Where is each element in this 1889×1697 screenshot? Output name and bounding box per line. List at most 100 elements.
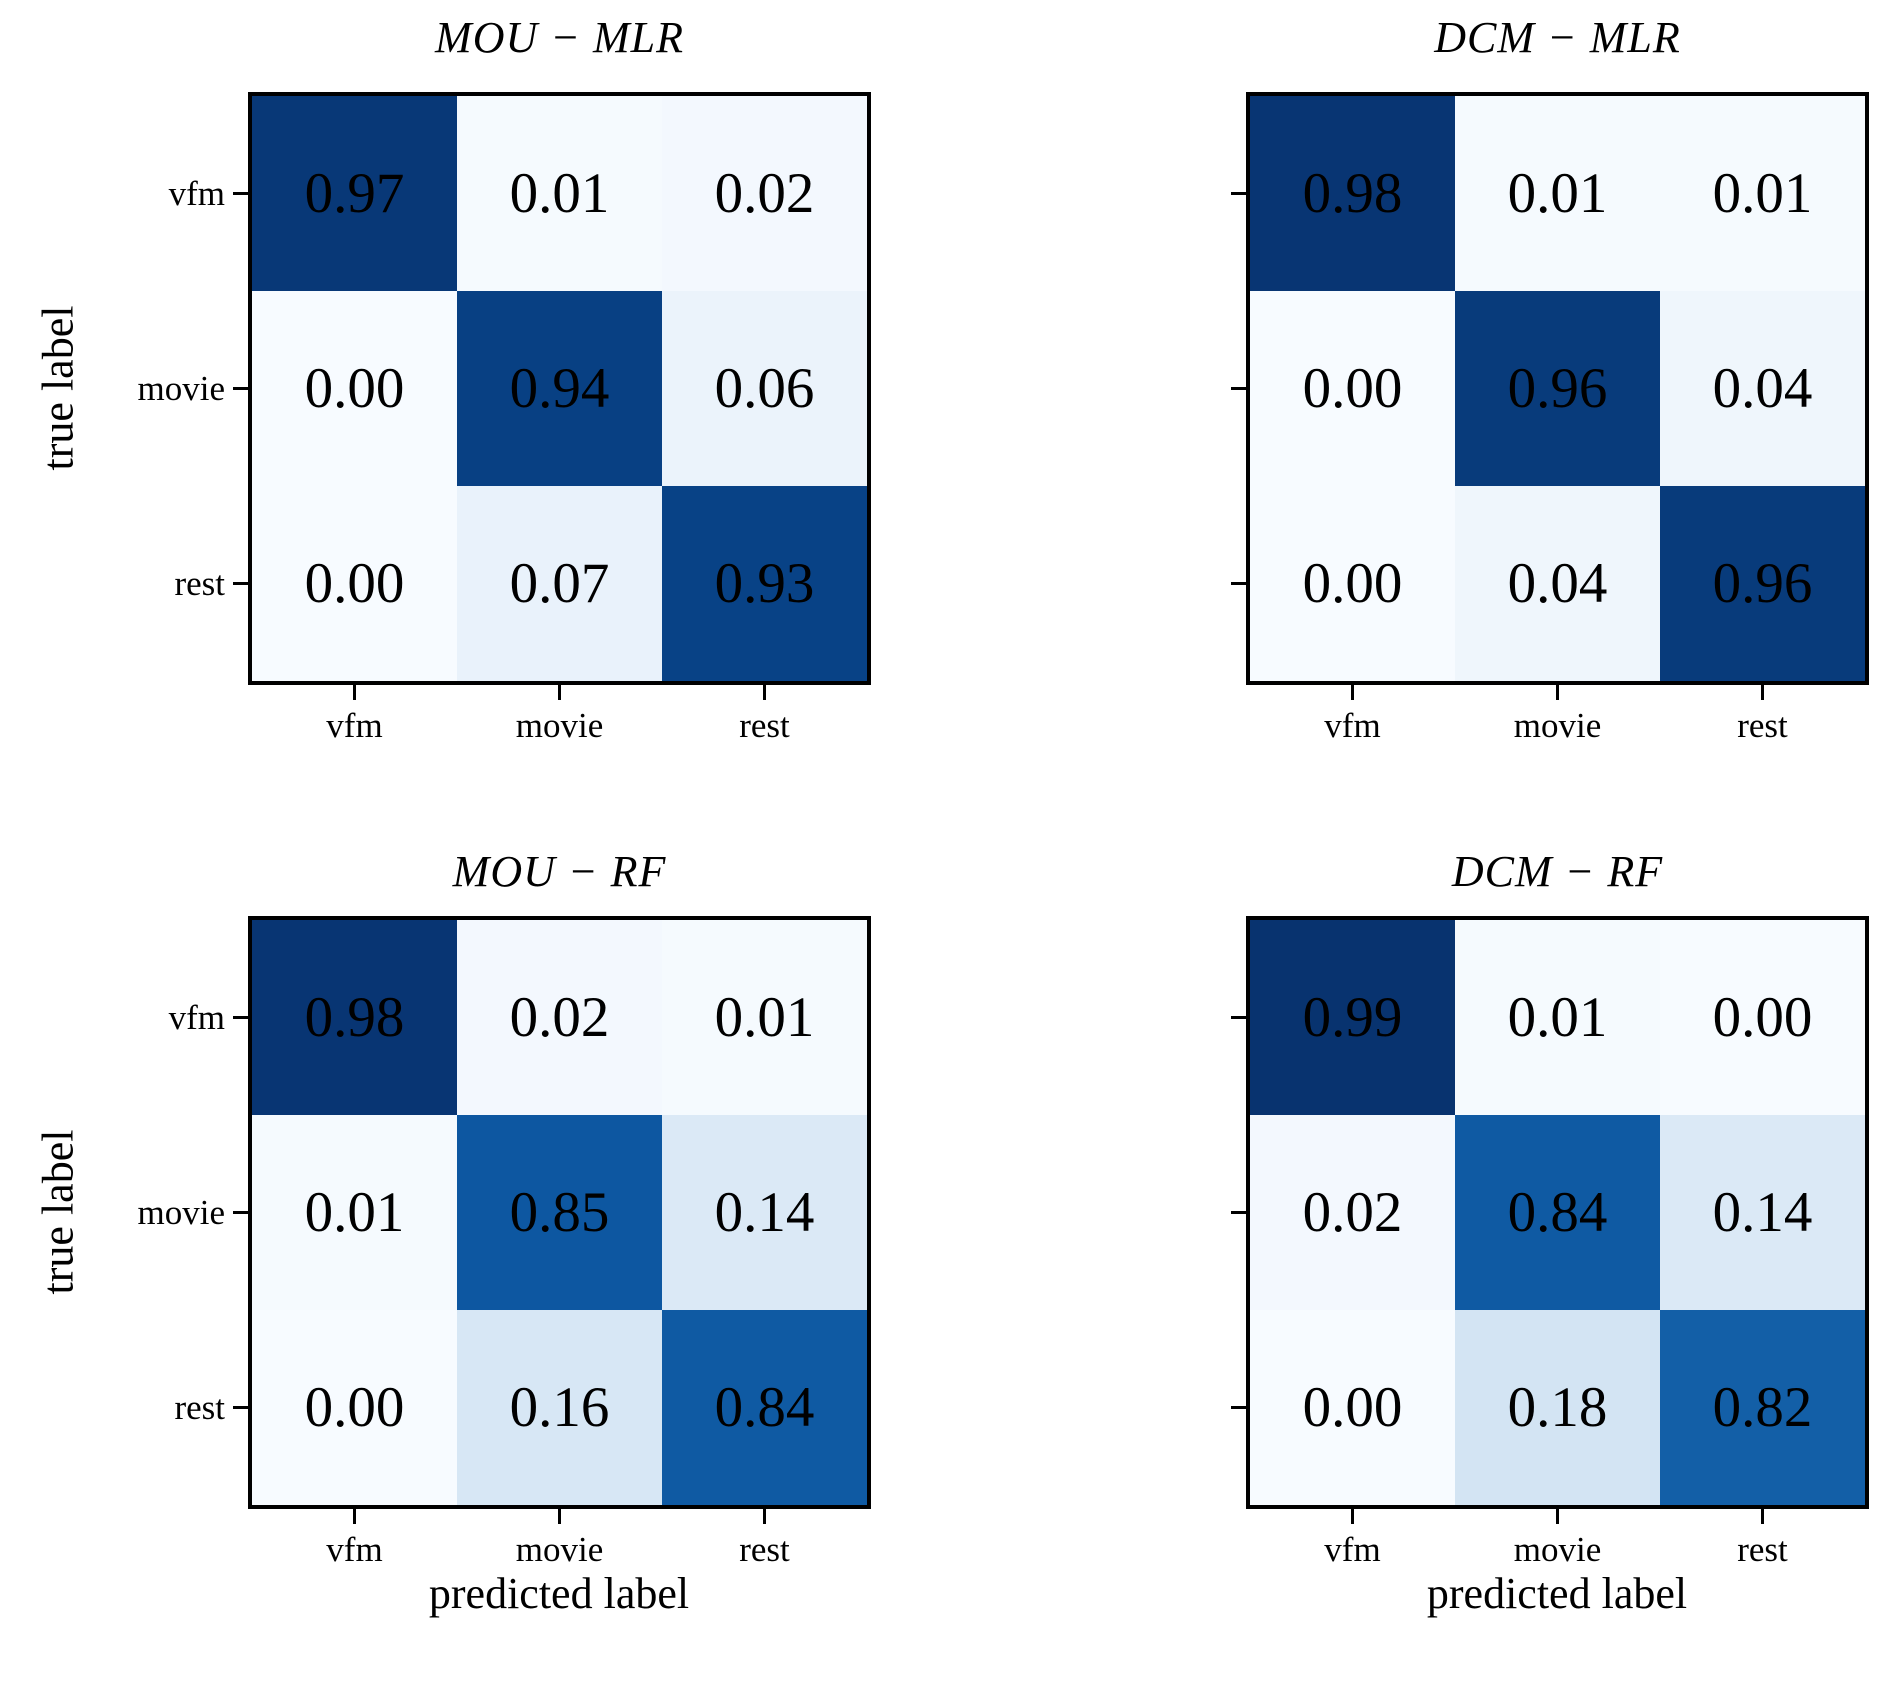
y-axis-tick [1231,1211,1246,1214]
x-axis-label-mou-rf: predicted label [428,1569,690,1618]
confusion-matrix-dcm-rf: 0.99 0.01 0.00 0.02 0.84 0.14 0.00 0.18 0.82 [1246,916,1869,1509]
x-tick-label-rest: rest [1737,1530,1788,1569]
x-axis-tick [1556,1509,1559,1524]
matrix-cell-movie-vfm: 0.01 [252,1115,457,1310]
matrix-cell-vfm-vfm: 0.98 [1250,96,1455,291]
cell-value: 0.01 [1712,162,1813,225]
matrix-cell-vfm-vfm: 0.97 [252,96,457,291]
matrix-cell-movie-movie: 0.84 [1455,1115,1660,1310]
y-axis-tick [1231,582,1246,585]
y-tick-label-movie: movie [137,1192,225,1232]
cell-value: 0.02 [509,986,610,1049]
cell-value: 0.82 [1712,1376,1813,1439]
cell-value: 0.00 [304,552,405,615]
matrix-cell-rest-movie: 0.16 [457,1310,662,1505]
cell-value: 0.93 [714,552,815,615]
cell-value: 0.96 [1712,552,1813,615]
x-tick-label-vfm: vfm [1324,706,1381,745]
matrix-cell-vfm-movie: 0.01 [1455,96,1660,291]
x-axis-tick [353,1509,356,1524]
matrix-cell-movie-vfm: 0.02 [1250,1115,1455,1310]
matrix-cell-vfm-rest: 0.00 [1660,920,1865,1115]
cell-value: 0.00 [1712,986,1813,1049]
cell-value: 0.85 [509,1181,610,1244]
confusion-matrix-dcm-mlr: 0.98 0.01 0.01 0.00 0.96 0.04 0.00 0.04 0.96 [1246,92,1869,685]
confusion-matrix-mou-rf: 0.98 0.02 0.01 0.01 0.85 0.14 0.00 0.16 0.84 [248,916,871,1509]
x-axis-tick [558,1509,561,1524]
cell-value: 0.00 [1302,552,1403,615]
matrix-cell-vfm-movie: 0.01 [1455,920,1660,1115]
cell-value: 0.01 [1507,986,1608,1049]
cell-value: 0.02 [714,162,815,225]
matrix-cell-movie-rest: 0.06 [662,291,867,486]
matrix-cell-rest-movie: 0.07 [457,486,662,681]
matrix-cell-rest-vfm: 0.00 [252,1310,457,1505]
x-axis-tick [763,1509,766,1524]
x-axis-tick [353,685,356,700]
x-tick-label-movie: movie [1513,706,1602,745]
matrix-cell-movie-movie: 0.85 [457,1115,662,1310]
matrix-cell-rest-movie: 0.18 [1455,1310,1660,1505]
y-tick-label-rest: rest [174,563,225,603]
cell-value: 0.98 [1302,162,1403,225]
matrix-cell-vfm-rest: 0.02 [662,96,867,291]
x-tick-label-rest: rest [1737,706,1788,745]
matrix-cell-vfm-rest: 0.01 [662,920,867,1115]
x-axis-label-dcm-rf: predicted label [1426,1569,1688,1618]
cell-value: 0.06 [714,357,815,420]
x-tick-label-vfm: vfm [326,1530,383,1569]
matrix-cell-movie-rest: 0.14 [1660,1115,1865,1310]
y-axis-tick [233,582,248,585]
y-axis-label-bottom: true label [33,1129,83,1295]
x-tick-label-movie: movie [515,706,604,745]
cell-value: 0.99 [1302,986,1403,1049]
matrix-cell-movie-movie: 0.96 [1455,291,1660,486]
x-axis-tick [1556,685,1559,700]
cell-value: 0.84 [714,1376,815,1439]
matrix-cell-movie-rest: 0.04 [1660,291,1865,486]
cell-value: 0.00 [1302,357,1403,420]
matrix-cell-vfm-vfm: 0.99 [1250,920,1455,1115]
y-axis-tick [1231,387,1246,390]
cell-value: 0.04 [1712,357,1813,420]
y-axis-tick [233,387,248,390]
cell-value: 0.14 [1712,1181,1813,1244]
cell-value: 0.04 [1507,552,1608,615]
x-axis-tick [1351,685,1354,700]
x-axis-tick [558,685,561,700]
x-tick-label-rest: rest [739,1530,790,1569]
x-tick-label-rest: rest [739,706,790,745]
cell-value: 0.84 [1507,1181,1608,1244]
y-axis-tick [1231,1406,1246,1409]
cell-value: 0.02 [1302,1181,1403,1244]
y-tick-label-movie: movie [137,368,225,408]
cell-value: 0.16 [509,1376,610,1439]
matrix-cell-rest-rest: 0.82 [1660,1310,1865,1505]
y-tick-label-vfm: vfm [168,173,225,213]
chart-title-dcm-mlr: DCM − MLR [1434,13,1681,62]
cell-value: 0.00 [304,357,405,420]
x-axis-tick [1761,685,1764,700]
cell-value: 0.14 [714,1181,815,1244]
matrix-cell-movie-vfm: 0.00 [1250,291,1455,486]
y-axis-tick [233,192,248,195]
matrix-cell-rest-rest: 0.93 [662,486,867,681]
y-axis-label-top: true label [33,305,83,471]
cell-value: 0.01 [509,162,610,225]
y-axis-tick [1231,1016,1246,1019]
matrix-cell-vfm-vfm: 0.98 [252,920,457,1115]
cell-value: 0.00 [304,1376,405,1439]
cell-value: 0.00 [1302,1376,1403,1439]
y-axis-tick [1231,192,1246,195]
y-axis-tick [233,1406,248,1409]
x-axis-tick [763,685,766,700]
x-tick-label-vfm: vfm [326,706,383,745]
matrix-cell-movie-movie: 0.94 [457,291,662,486]
matrix-cell-rest-movie: 0.04 [1455,486,1660,681]
matrix-cell-rest-vfm: 0.00 [1250,1310,1455,1505]
chart-title-mou-mlr: MOU − MLR [435,13,684,62]
cell-value: 0.01 [1507,162,1608,225]
matrix-cell-rest-vfm: 0.00 [1250,486,1455,681]
x-axis-tick [1761,1509,1764,1524]
